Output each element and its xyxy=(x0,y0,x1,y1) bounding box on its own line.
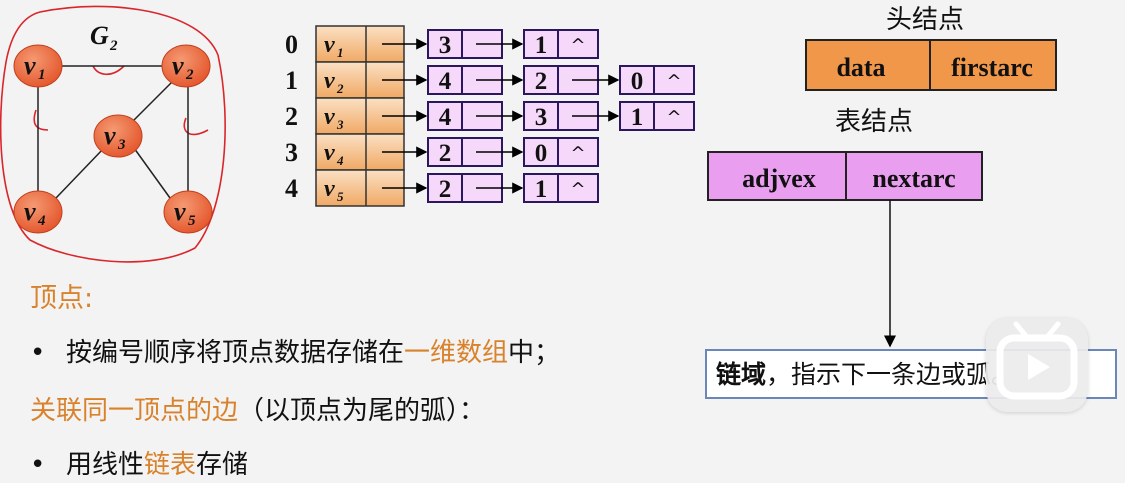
edge-v2-v3 xyxy=(129,81,173,125)
chain-note-bold: 链域 xyxy=(716,360,766,389)
adj-index-label: 1 xyxy=(285,66,298,95)
node-v2-sub: 2 xyxy=(185,67,194,83)
adj-vertex-label: v xyxy=(324,140,335,166)
bullet2-part-a: 用线性 xyxy=(66,450,145,480)
node-v4-label: v xyxy=(24,197,36,226)
graph-name: G xyxy=(90,21,109,50)
adj-vertex-label: v xyxy=(324,68,335,94)
graph-edges xyxy=(37,65,189,199)
adj-vertex-label: v xyxy=(324,104,335,130)
bullet-marker: • xyxy=(30,450,46,480)
head-field-data: data xyxy=(836,53,885,82)
annotation-tick xyxy=(92,65,125,76)
graph-node-v5: v 5 xyxy=(163,190,213,234)
node-v3-label: v xyxy=(104,121,116,150)
adj-vertex-label: v xyxy=(324,176,335,202)
edge-v3-v4 xyxy=(55,147,105,199)
node-v4-sub: 4 xyxy=(37,213,46,229)
adj-null-mark: ^ xyxy=(570,35,585,56)
adj-list-node xyxy=(619,65,695,95)
table-field-nextarc: nextarc xyxy=(872,164,955,193)
bullet1-part-c: 中； xyxy=(508,338,561,368)
adj-node-value: 1 xyxy=(535,176,548,203)
adj-vertex-cell xyxy=(315,97,405,135)
node-v5-sub: 5 xyxy=(188,213,196,229)
adj-list-node xyxy=(523,29,599,59)
adj-list-node xyxy=(523,173,599,203)
adj-node-value: 4 xyxy=(439,68,452,95)
bullet-marker: • xyxy=(30,338,46,368)
adj-list-node xyxy=(523,137,599,167)
edge-v3-v5 xyxy=(133,147,171,199)
chain-note-rest: ，指示下一条边或弧。 xyxy=(766,360,1016,389)
node-v2-label: v xyxy=(172,51,184,80)
adj-list-node xyxy=(619,101,695,131)
adj-node-value: 3 xyxy=(439,32,452,59)
node-v1-sub: 1 xyxy=(38,67,46,83)
head-field-firstarc: firstarc xyxy=(951,53,1033,82)
adj-null-mark: ^ xyxy=(666,71,681,92)
node-v3-sub: 3 xyxy=(117,137,126,153)
adj-vertex-sub: 3 xyxy=(336,117,344,132)
table-field-adjvex: adjvex xyxy=(742,164,816,193)
vertex-heading: 顶点: xyxy=(30,283,94,314)
adj-index-label: 3 xyxy=(285,138,298,167)
graph-node-v4: v 4 xyxy=(13,190,63,234)
adj-index-label: 4 xyxy=(285,174,298,203)
graph-node-v1: v 1 xyxy=(13,44,63,88)
video-play-button[interactable] xyxy=(986,318,1088,412)
bullet2-part-c: 存储 xyxy=(196,450,249,480)
adj-node-value: 2 xyxy=(439,140,452,167)
adj-index-label: 0 xyxy=(285,30,298,59)
table-node-title: 表结点 xyxy=(835,107,913,137)
annotation-circle xyxy=(0,5,226,263)
tv-play-icon xyxy=(996,321,1078,400)
edge-heading-b: （以顶点为尾的弧）： xyxy=(238,396,486,426)
node-v1-label: v xyxy=(24,51,36,80)
adj-vertex-label: v xyxy=(324,32,335,58)
adj-vertex-sub: 1 xyxy=(337,45,344,60)
graph-node-v2: v 2 xyxy=(161,44,211,88)
adj-node-value: 4 xyxy=(439,104,452,131)
graph-node-v3: v 3 xyxy=(93,114,143,158)
adj-node-value: 0 xyxy=(535,140,548,167)
adj-node-value: 3 xyxy=(535,104,548,131)
adj-vertex-sub: 2 xyxy=(336,81,344,96)
bullet2-part-b: 链表 xyxy=(144,450,197,480)
head-node-title: 头结点 xyxy=(886,5,964,35)
graph-name-sub: 2 xyxy=(109,38,118,54)
bullet1-part-b: 一维数组 xyxy=(404,338,509,368)
adj-node-value: 1 xyxy=(535,32,548,59)
bullet1-part-a: 按编号顺序将顶点数据存储在 xyxy=(66,338,405,368)
adj-null-mark: ^ xyxy=(666,107,681,128)
adj-vertex-sub: 4 xyxy=(336,153,344,168)
adj-null-mark: ^ xyxy=(570,179,585,200)
bullet-line-1: • 按编号顺序将顶点数据存储在一维数组中； xyxy=(30,332,560,369)
edge-heading: 关联同一顶点的边（以顶点为尾的弧）： xyxy=(30,390,485,427)
adj-vertex-sub: 5 xyxy=(337,189,344,204)
adj-node-value: 1 xyxy=(631,104,644,131)
chain-note-text: 链域，指示下一条边或弧。 xyxy=(716,360,1016,389)
adj-node-value: 0 xyxy=(631,68,644,95)
adj-index-label: 2 xyxy=(285,102,298,131)
adj-node-value: 2 xyxy=(535,68,548,95)
annotation-tick xyxy=(33,109,49,131)
edge-heading-a: 关联同一顶点的边 xyxy=(30,396,239,426)
node-v5-label: v xyxy=(174,197,186,226)
adj-node-value: 2 xyxy=(439,176,452,203)
bullet-line-2: • 用线性链表存储 xyxy=(30,444,248,481)
adj-null-mark: ^ xyxy=(570,143,585,164)
